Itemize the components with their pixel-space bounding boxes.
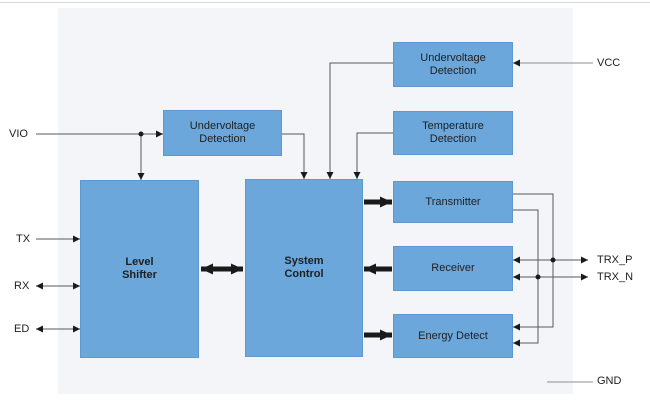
junction-dot-trx-p [550,257,556,263]
block-energy-detect: Energy Detect [393,314,513,358]
block-receiver: Receiver [393,246,513,291]
pin-label-gnd: GND [597,375,622,387]
junction-dot-vio [138,131,144,137]
block-temperature-detection: Temperature Detection [393,111,513,155]
wire-uvd-vcc-to-system-control [326,62,393,179]
pin-label-trx-n: TRX_N [597,271,634,283]
block-undervoltage-detection-vcc: Undervoltage Detection [393,42,513,87]
wire-temp-to-system-control [353,132,393,179]
pin-label-tx: TX [16,233,31,245]
top-rule-divider [0,2,650,3]
block-transmitter: Transmitter [393,181,513,223]
pin-label-vcc: VCC [597,57,621,69]
block-level-shifter: Level Shifter [80,180,199,358]
pin-label-trx-p: TRX_P [597,254,633,266]
pin-label-rx: RX [14,280,30,292]
block-system-control: System Control [245,179,363,357]
junction-dot-trx-n [535,274,541,280]
block-undervoltage-detection-vio: Undervoltage Detection [163,110,282,156]
pin-label-ed: ED [14,323,30,335]
pin-label-vio: VIO [9,128,28,140]
wire-uvd-vio-to-system-control [282,133,308,179]
